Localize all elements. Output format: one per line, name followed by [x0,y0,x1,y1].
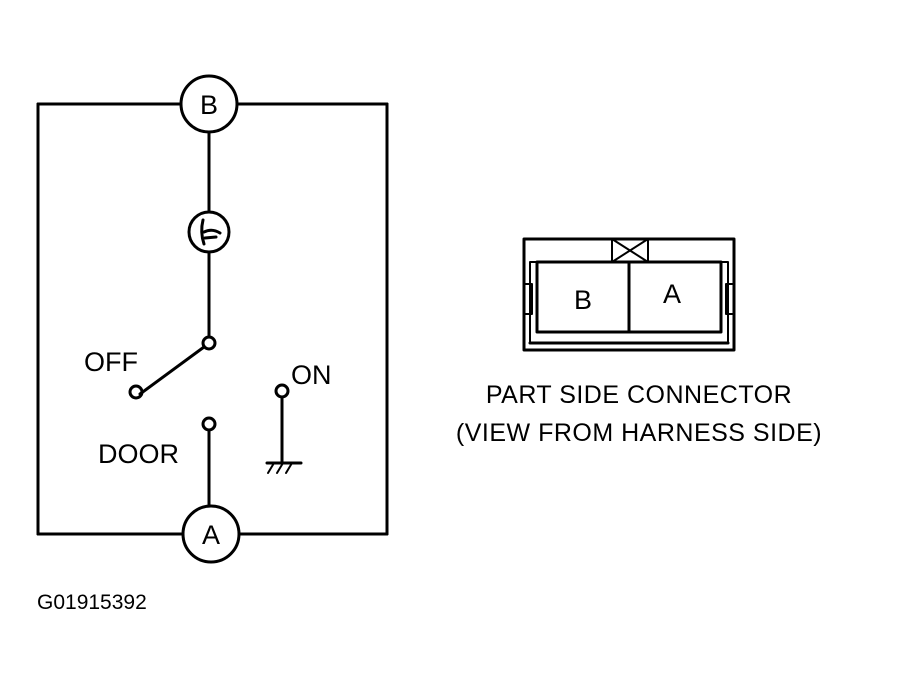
connector-caption-line1: PART SIDE CONNECTOR [486,381,792,409]
latch-x-icon [611,238,649,263]
side-lock-right [725,283,735,315]
switch-blade [138,345,206,396]
cavity-b-label: B [574,285,592,315]
figure-code: G01915392 [37,591,147,614]
on-label: ON [291,360,332,390]
cavity-a-label: A [663,279,681,309]
ground-icon [265,461,303,474]
terminal-b: B [179,74,239,134]
switch-pivot [201,335,217,351]
off-contact [128,384,144,400]
terminal-a-label: A [202,520,220,550]
switch-schematic: B OFF DOOR ON [36,74,389,564]
connector-caption-line2: (VIEW FROM HARNESS SIDE) [456,419,822,447]
part-side-connector: B A PART SIDE CONNECTOR (VIEW FROM HARNE… [456,237,822,447]
cavity-a [627,260,723,334]
terminal-a: A [181,504,241,564]
bulb-icon [187,210,231,254]
door-label: DOOR [98,439,179,469]
off-label: OFF [84,347,138,377]
side-lock-left [523,283,533,315]
terminal-b-label: B [200,90,218,120]
door-contact [201,416,217,432]
on-contact [274,383,290,399]
